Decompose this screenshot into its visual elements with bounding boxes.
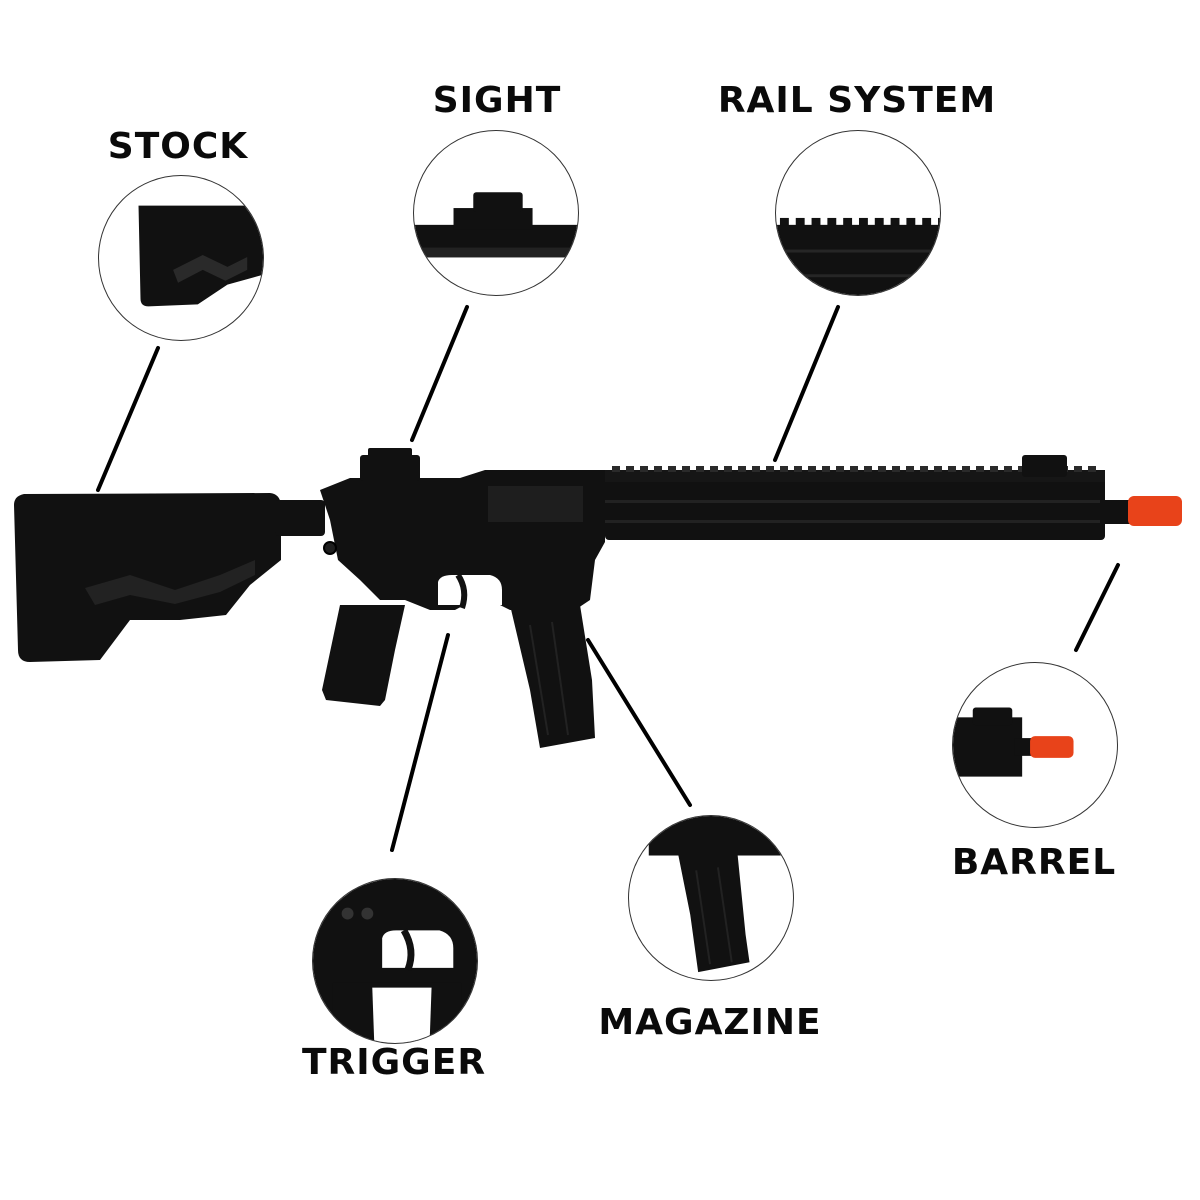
rail-teeth [612, 466, 1096, 472]
magazine-zoom-circle [628, 815, 794, 981]
leader-lines [96, 305, 1120, 852]
rail-tooth [836, 466, 844, 472]
rail-system-zoom-circle [775, 130, 941, 296]
rail-tooth [724, 466, 732, 472]
rail-tooth [948, 466, 956, 472]
rail-zoom-tooth [890, 217, 900, 226]
rail-tooth [892, 466, 900, 472]
rail-tooth [906, 466, 914, 472]
rail-tooth [850, 466, 858, 472]
leader-line-rail [773, 305, 840, 462]
trigger-blade [455, 573, 468, 609]
label-rail-system: RAIL SYSTEM [717, 80, 997, 121]
stock-shape [14, 493, 325, 662]
rail-zoom-tooth [906, 217, 916, 226]
barrel-zoom-circle [952, 662, 1118, 828]
rail-tooth [626, 466, 634, 472]
leader-line-trigger [390, 633, 450, 852]
rail-zoom-tooth [858, 217, 868, 226]
barrel-tip [1128, 496, 1182, 526]
trigger-guard-opening [438, 575, 502, 605]
leader-line-barrel [1074, 563, 1120, 652]
rail-tooth [794, 466, 802, 472]
leader-line-magazine [586, 638, 692, 807]
barrel-shape [1100, 500, 1132, 524]
label-sight: SIGHT [432, 80, 562, 121]
magazine-ribs [529, 621, 569, 736]
rail-tooth [696, 466, 704, 472]
rail-tooth [668, 466, 676, 472]
trigger-zoom-circle [312, 878, 478, 1044]
rail-tooth [612, 466, 620, 472]
rail-tooth [808, 466, 816, 472]
rail-zoom-tooth [843, 217, 853, 226]
rail-tooth [780, 466, 788, 472]
rail-zoom-tooth [938, 217, 940, 226]
front-sight-shape [1022, 455, 1067, 477]
rail-tooth [1004, 466, 1012, 472]
rail-tooth [766, 466, 774, 472]
rail-tooth [976, 466, 984, 472]
rail-tooth [822, 466, 830, 472]
rail-zoom-tooth [811, 217, 821, 226]
rail-tooth [1088, 466, 1096, 472]
sight-zoom-circle [413, 130, 579, 296]
label-trigger: TRIGGER [301, 1042, 487, 1083]
label-stock: STOCK [107, 126, 249, 167]
label-magazine: MAGAZINE [598, 1002, 822, 1043]
rail-handguard [605, 466, 1105, 540]
rail-tooth [962, 466, 970, 472]
rail-tooth [864, 466, 872, 472]
grip-shape [322, 605, 405, 706]
rail-tooth [710, 466, 718, 472]
rail-tooth [654, 466, 662, 472]
rail-tooth [640, 466, 648, 472]
stock-zoom-circle [98, 175, 264, 341]
rail-zoom-tooth [827, 217, 837, 226]
rail-tooth [682, 466, 690, 472]
rail-tooth [990, 466, 998, 472]
rail-tooth [752, 466, 760, 472]
rail-tooth [738, 466, 746, 472]
rail-tooth [878, 466, 886, 472]
rail-tooth [1074, 466, 1082, 472]
label-barrel: BARREL [951, 842, 1117, 883]
receiver-shape [320, 448, 605, 610]
leader-line-stock [96, 346, 160, 492]
rail-tooth [920, 466, 928, 472]
rail-zoom-tooth [795, 217, 805, 226]
rail-tooth [934, 466, 942, 472]
rail-zoom-tooth [779, 217, 789, 226]
rail-zoom-tooth [922, 217, 932, 226]
leader-line-sight [410, 305, 469, 442]
rail-zoom-tooth [874, 217, 884, 226]
magazine-shape [510, 605, 595, 748]
